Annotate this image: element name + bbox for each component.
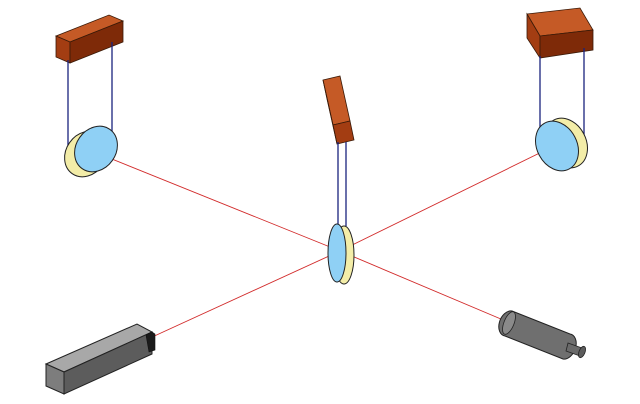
laser-icon xyxy=(44,323,156,395)
beam-source-to-splitter xyxy=(149,250,341,339)
mirror-face xyxy=(74,125,118,173)
splitter-face xyxy=(327,223,347,283)
left-suspended-mirror xyxy=(54,14,125,178)
laser-beams xyxy=(91,144,557,339)
detector-window xyxy=(502,311,516,335)
beam-splitter-to-detector xyxy=(339,250,509,323)
suspension-wires xyxy=(539,48,585,146)
suspension-block-icon xyxy=(526,7,594,60)
suspension-wires xyxy=(337,142,347,226)
suspended-mirror-icon xyxy=(64,125,118,178)
right-suspended-mirror xyxy=(526,7,594,172)
detector-connector-cap xyxy=(578,345,586,359)
support-side-face xyxy=(322,79,338,145)
support-side-face xyxy=(69,20,124,64)
photodetector-icon xyxy=(498,310,586,360)
laser-side-face xyxy=(63,331,153,395)
beam-splitter-to-right-mirror xyxy=(339,144,557,252)
mirror-face xyxy=(535,120,579,172)
suspension-block-icon xyxy=(322,75,355,145)
beam-splitter-icon xyxy=(327,223,355,285)
beam-splitter-to-left-mirror xyxy=(91,150,341,252)
laser-aperture xyxy=(145,331,156,353)
suspension-wires xyxy=(67,42,113,148)
detector-body xyxy=(498,310,577,360)
support-side-face xyxy=(539,29,594,59)
suspended-mirror-icon xyxy=(535,117,588,172)
suspension-block-icon xyxy=(54,14,125,64)
beam-splitter-assembly xyxy=(322,75,355,285)
